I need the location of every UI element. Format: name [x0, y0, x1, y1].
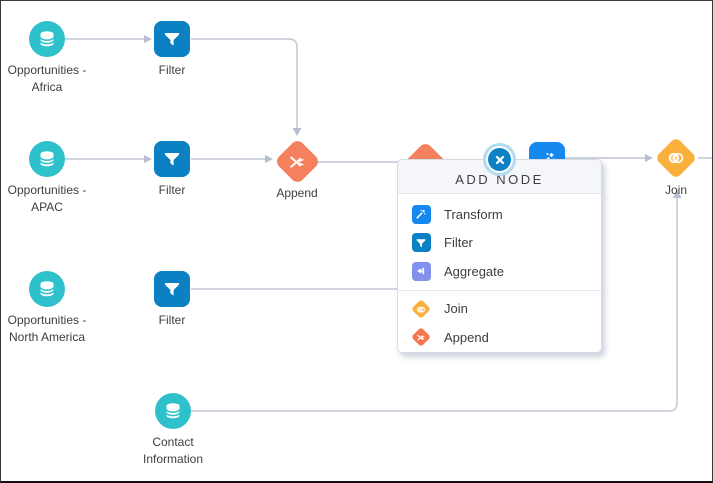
node-label-line: Append: [276, 186, 318, 200]
database-icon: [29, 271, 65, 307]
edge-filter1-to-append: [191, 38, 298, 128]
menu-item-join[interactable]: Join: [398, 295, 601, 324]
node-opportunities-north-america[interactable]: Opportunities - North America: [8, 271, 86, 344]
node-label: Append: [222, 185, 372, 202]
edge-contact-to-join: [191, 198, 678, 412]
filter-icon: [154, 141, 190, 177]
menu-divider: [398, 289, 601, 291]
node-filter-1[interactable]: Filter: [154, 21, 190, 77]
node-label: Join: [601, 182, 712, 199]
node-label: Opportunities - North America: [1, 312, 122, 346]
transform-icon: [411, 204, 431, 224]
filter-icon: [154, 21, 190, 57]
node-opportunities-apac[interactable]: Opportunities - APAC: [8, 141, 86, 214]
filter-icon: [411, 233, 431, 253]
menu-item-transform[interactable]: Transform: [398, 200, 601, 229]
node-label-line: Information: [142, 452, 204, 466]
menu-item-label: Join: [444, 301, 468, 317]
menu-item-label: Aggregate: [444, 263, 504, 279]
database-icon: [29, 141, 65, 177]
database-icon: [155, 393, 191, 429]
node-label-line: Filter: [158, 63, 186, 77]
node-label-line: APAC: [31, 200, 63, 214]
node-label: Opportunities - Africa: [1, 62, 122, 96]
append-icon: [411, 327, 431, 348]
node-label-line: Join: [664, 183, 687, 197]
node-label-line: Opportunities -: [7, 63, 87, 77]
aggregate-icon: [411, 261, 431, 281]
menu-item-append[interactable]: Append: [398, 323, 601, 352]
node-label-line: North America: [8, 330, 86, 344]
menu-item-label: Filter: [444, 235, 473, 251]
node-label-line: Opportunities -: [7, 183, 87, 197]
join-icon: [411, 298, 431, 319]
menu-item-label: Append: [444, 329, 489, 345]
node-label: Filter: [97, 62, 247, 79]
node-filter-2[interactable]: Filter: [154, 141, 190, 197]
node-label: Filter: [97, 312, 247, 329]
node-label: Opportunities - APAC: [1, 182, 122, 216]
node-label-line: Filter: [158, 313, 186, 327]
database-icon: [29, 21, 65, 57]
node-contact-information[interactable]: Contact Information: [143, 393, 203, 466]
node-label: Filter: [97, 182, 247, 199]
node-label-line: Contact: [152, 435, 194, 449]
menu-item-aggregate[interactable]: Aggregate: [398, 257, 601, 286]
append-icon: [273, 137, 321, 185]
node-filter-3[interactable]: Filter: [154, 271, 190, 327]
node-join-1[interactable]: Join: [654, 136, 698, 197]
menu-item-label: Transform: [444, 206, 503, 222]
menu-item-filter[interactable]: Filter: [398, 229, 601, 258]
node-label-line: Africa: [31, 80, 63, 94]
node-label-line: Opportunities -: [7, 313, 87, 327]
add-node-popup: ADD NODE Transform: [397, 148, 602, 353]
join-icon: [654, 136, 698, 180]
popup-header: ADD NODE: [398, 160, 601, 194]
add-node-menu: Transform Filter: [398, 194, 601, 352]
filter-icon: [154, 271, 190, 307]
node-append-1[interactable]: Append: [273, 137, 321, 200]
node-label: Contact Information: [98, 434, 248, 468]
popup-title: ADD NODE: [455, 172, 544, 187]
close-icon[interactable]: [488, 148, 511, 171]
node-opportunities-africa[interactable]: Opportunities - Africa: [8, 21, 86, 94]
node-label-line: Filter: [158, 183, 186, 197]
